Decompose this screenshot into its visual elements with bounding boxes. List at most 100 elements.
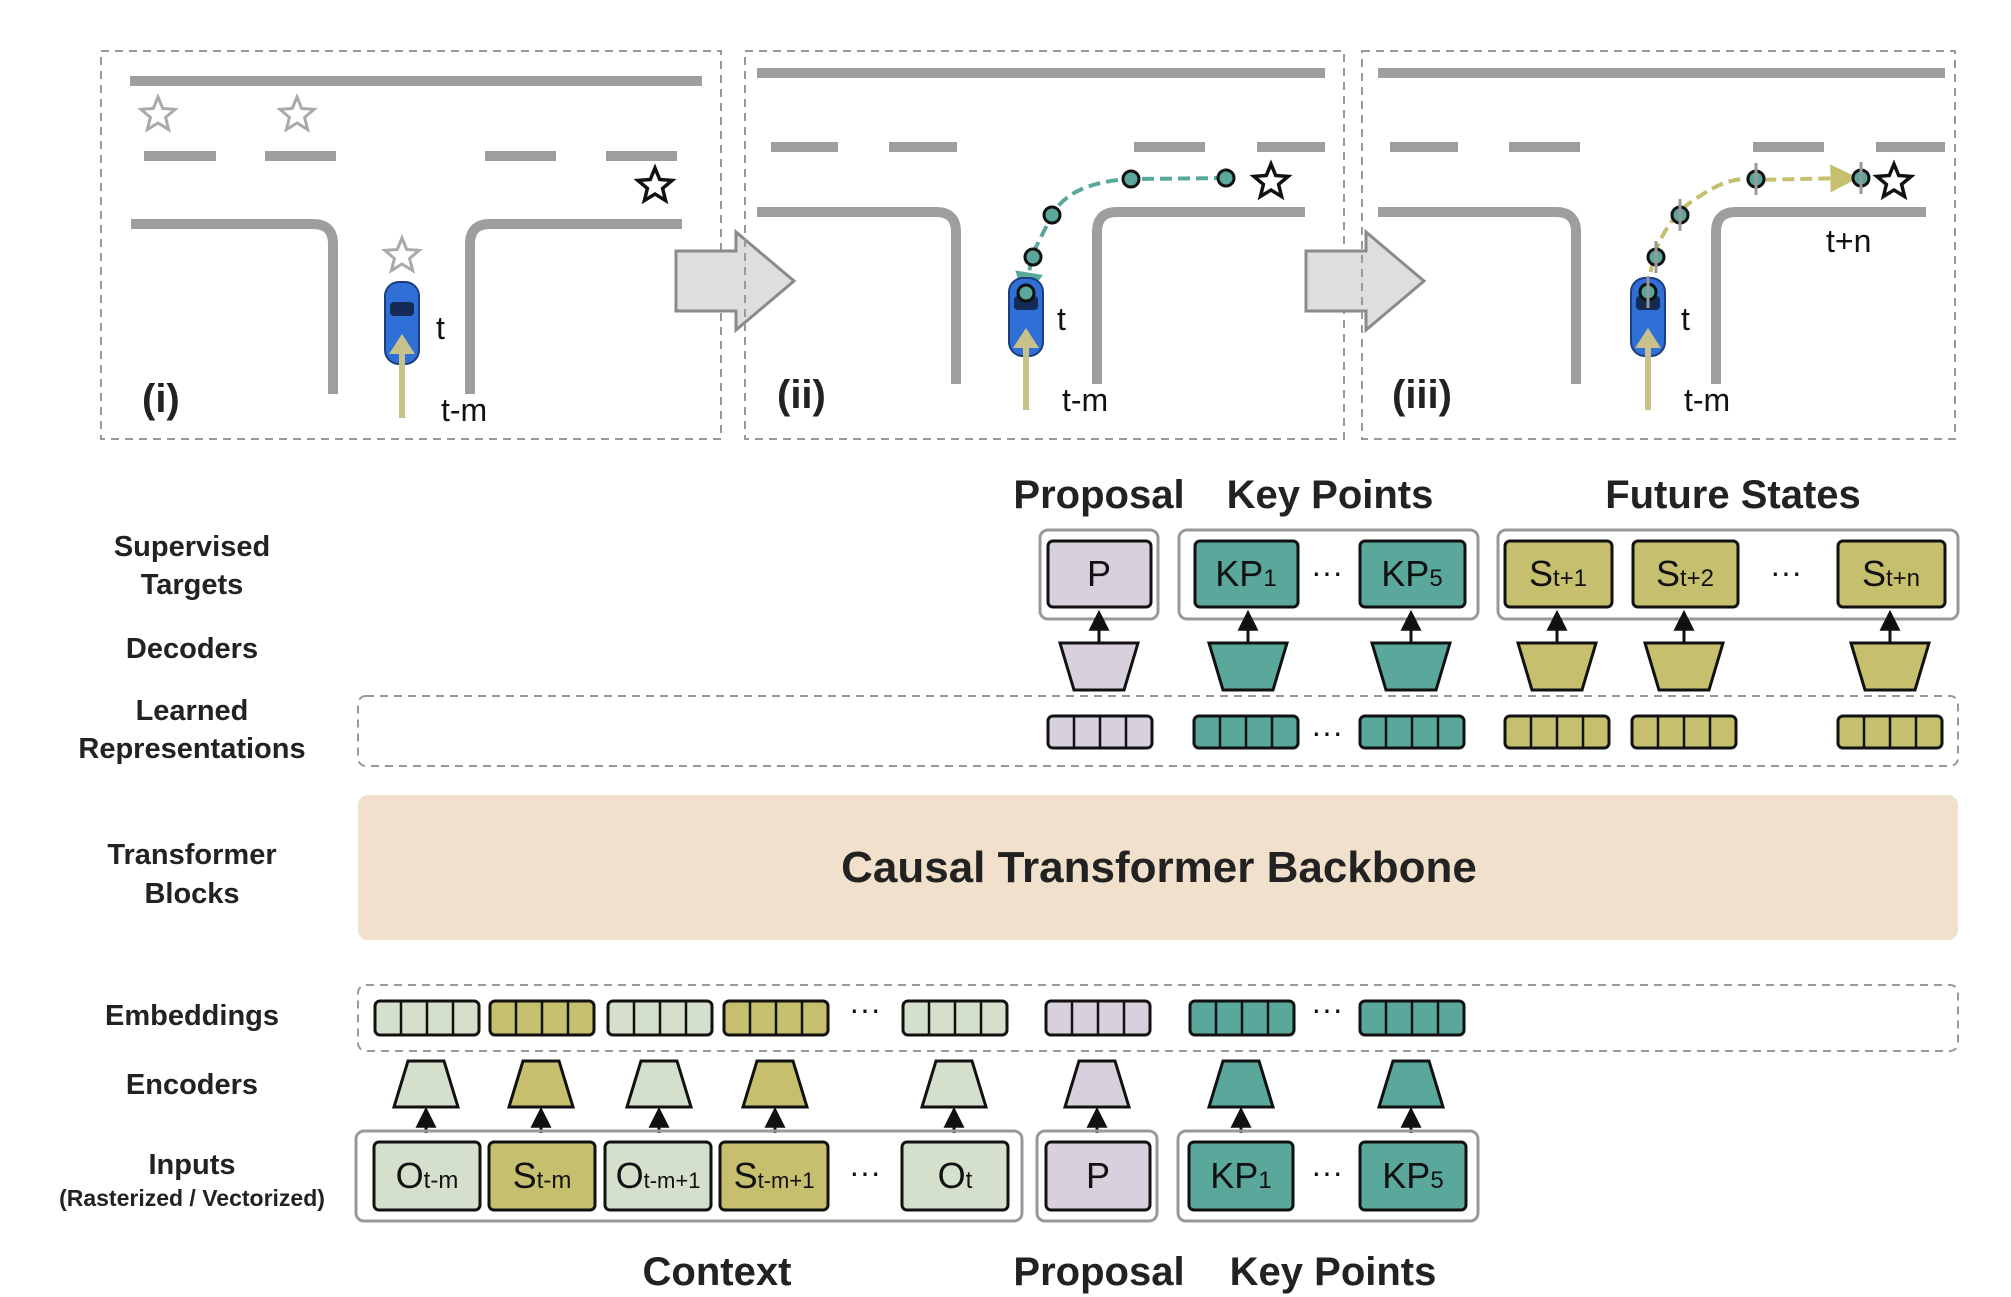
road-layout bbox=[1378, 68, 1945, 384]
proposal-target-label: P bbox=[1087, 553, 1111, 594]
row-label-embeddings: Embeddings bbox=[105, 1000, 279, 1032]
panel-border bbox=[1361, 50, 1956, 440]
encoder-proposal bbox=[1062, 1059, 1132, 1133]
panel-transition-arrow bbox=[1304, 228, 1427, 334]
representation-state-2 bbox=[1630, 714, 1738, 750]
decoder-keypoint-last bbox=[1369, 609, 1453, 692]
embedding-keypoint-first bbox=[1188, 999, 1296, 1037]
group-title-proposal-bottom: Proposal bbox=[1013, 1250, 1184, 1294]
keypoint-target-group bbox=[1177, 528, 1480, 621]
proposal-target: P bbox=[1046, 539, 1153, 609]
keypoint-target-label: KP5 bbox=[1381, 553, 1442, 594]
panel-label: (ii) bbox=[777, 373, 826, 417]
keypoint-target-last: KP5 bbox=[1358, 539, 1467, 609]
keypoint-input-group bbox=[1176, 1129, 1480, 1223]
time-label-past: t-m bbox=[1062, 382, 1108, 418]
row-label-representations: Representations bbox=[78, 733, 305, 765]
embedding-obs-tm1 bbox=[606, 999, 714, 1037]
goal-star-icon bbox=[276, 93, 318, 133]
goal-star-icon bbox=[381, 234, 423, 274]
road-layout bbox=[130, 76, 702, 394]
causal-transformer-backbone bbox=[358, 795, 1958, 940]
input-obs-tm: Ot-m bbox=[372, 1140, 482, 1212]
input-proposal: P bbox=[1044, 1140, 1152, 1212]
ellipsis: ··· bbox=[1311, 554, 1343, 590]
group-title-keypoints: Key Points bbox=[1227, 473, 1434, 517]
keypoint-target-first: KP1 bbox=[1193, 539, 1300, 609]
input-label: St-m+1 bbox=[734, 1155, 815, 1196]
group-title-proposal: Proposal bbox=[1013, 473, 1184, 517]
encoder-keypoint-first bbox=[1206, 1059, 1276, 1133]
goal-star-icon bbox=[1249, 159, 1293, 201]
representation-state-1 bbox=[1503, 714, 1611, 750]
panel-border bbox=[744, 50, 1345, 440]
input-label: Ot-m bbox=[396, 1155, 459, 1196]
state-target-n: St+n bbox=[1836, 539, 1947, 609]
input-label: St-m bbox=[513, 1155, 572, 1196]
ellipsis: ··· bbox=[849, 1154, 881, 1190]
row-label-targets: Targets bbox=[141, 569, 244, 601]
panel-label: (i) bbox=[142, 377, 180, 421]
time-label-past: t-m bbox=[1684, 382, 1730, 418]
encoder-obs-tm1 bbox=[624, 1059, 694, 1133]
decoder-state-1 bbox=[1515, 609, 1599, 692]
ellipsis: ··· bbox=[1311, 1154, 1343, 1190]
history-arrow-head bbox=[1635, 328, 1661, 348]
decoder-proposal bbox=[1057, 609, 1141, 692]
decoder-state-n bbox=[1848, 609, 1932, 692]
scene-panel-3: (iii) t t-m t+n bbox=[1361, 50, 1956, 440]
ellipsis: ··· bbox=[849, 991, 881, 1027]
scene-panel-2: (ii) t t-m bbox=[744, 50, 1345, 440]
representation-keypoint-last bbox=[1358, 714, 1466, 750]
embedding-state-tm1 bbox=[722, 999, 830, 1037]
input-state-tm: St-m bbox=[487, 1140, 597, 1212]
history-arrow-head bbox=[389, 334, 415, 354]
input-obs-tm1: Ot-m+1 bbox=[603, 1140, 713, 1212]
input-keypoint-last: KP5 bbox=[1358, 1140, 1468, 1212]
row-label-encoders: Encoders bbox=[126, 1069, 258, 1101]
input-state-tm1: St-m+1 bbox=[718, 1140, 830, 1212]
panel-border bbox=[100, 50, 722, 440]
future-state-target-group bbox=[1496, 528, 1960, 621]
keypoint-target-label: KP1 bbox=[1215, 553, 1276, 594]
goal-star-icon bbox=[633, 163, 677, 205]
input-label: KP5 bbox=[1382, 1155, 1443, 1196]
state-target-1: St+1 bbox=[1503, 539, 1614, 609]
backbone-label: Causal Transformer Backbone bbox=[841, 843, 1477, 892]
input-label: P bbox=[1086, 1155, 1110, 1196]
row-label-supervised: Supervised bbox=[114, 531, 270, 563]
history-arrow-head bbox=[1013, 328, 1039, 348]
encoder-obs-t bbox=[919, 1059, 989, 1133]
representation-proposal bbox=[1046, 714, 1154, 750]
time-label-current: t bbox=[1057, 301, 1066, 337]
road-layout bbox=[757, 68, 1325, 384]
embedding-proposal bbox=[1044, 999, 1152, 1037]
row-labels: Supervised Targets Decoders Learned Repr… bbox=[59, 531, 325, 1211]
time-label-current: t bbox=[436, 310, 445, 346]
input-keypoint-first: KP1 bbox=[1187, 1140, 1295, 1212]
ellipsis: ··· bbox=[1311, 714, 1343, 750]
group-title-context: Context bbox=[643, 1250, 792, 1294]
ellipsis: ··· bbox=[1770, 554, 1802, 590]
keypoint-markers bbox=[1016, 168, 1236, 303]
input-label: Ot-m+1 bbox=[616, 1155, 701, 1196]
panel-label: (iii) bbox=[1392, 373, 1452, 417]
context-input-group bbox=[354, 1129, 1024, 1223]
row-label-learned: Learned bbox=[136, 695, 249, 727]
representation-state-n bbox=[1836, 714, 1944, 750]
encoder-state-tm1 bbox=[740, 1059, 810, 1133]
input-obs-t: Ot bbox=[900, 1140, 1010, 1212]
goal-star-icon bbox=[137, 93, 179, 133]
embedding-state-tm bbox=[488, 999, 596, 1037]
encoder-keypoint-last bbox=[1376, 1059, 1446, 1133]
learned-representations-container bbox=[357, 695, 1959, 767]
embedding-obs-t bbox=[901, 999, 1009, 1037]
embeddings-container bbox=[357, 984, 1959, 1052]
row-label-inputs-sub: (Rasterized / Vectorized) bbox=[59, 1185, 325, 1211]
state-target-label: St+n bbox=[1862, 553, 1920, 594]
proposal-path bbox=[1015, 176, 1227, 301]
state-target-label: St+1 bbox=[1529, 553, 1587, 594]
future-trajectory bbox=[1646, 164, 1859, 291]
embedding-obs-tm bbox=[373, 999, 481, 1037]
